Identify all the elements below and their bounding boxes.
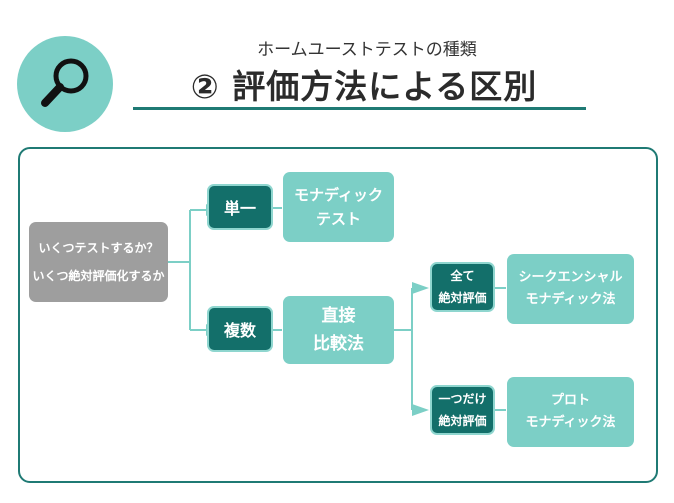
- page-title: ② 評価方法による区別: [190, 67, 538, 106]
- monadic-test-line-2: テスト: [315, 210, 361, 228]
- proto-monadic-box: プロト モナディック法: [507, 377, 634, 447]
- page-subtitle: ホームユーストテストの種類: [257, 40, 477, 60]
- direct-comparison-line-2: 比較法: [313, 334, 364, 354]
- question-line-1: いくつテストするか？: [38, 241, 159, 255]
- title-underline: [133, 107, 586, 110]
- single-label-box: 単一: [207, 184, 273, 230]
- one-absolute-label-box: 一つだけ 絶対評価: [430, 385, 495, 435]
- sequential-monadic-line-2: モナディック法: [525, 292, 616, 307]
- multiple-label-box: 複数: [207, 306, 273, 352]
- monadic-test-line-1: モナディック: [294, 186, 383, 204]
- all-absolute-label-box: 全て 絶対評価: [430, 262, 495, 312]
- all-absolute-line-1: 全て: [450, 269, 475, 283]
- question-box: いくつテストするか？ いくつ絶対評価化するか: [29, 222, 168, 302]
- one-absolute-line-1: 一つだけ: [438, 392, 487, 406]
- single-label: 単一: [223, 199, 256, 218]
- one-absolute-line-2: 絶対評価: [438, 414, 487, 428]
- direct-comparison-line-1: 直接: [321, 306, 356, 326]
- multiple-label: 複数: [223, 321, 256, 340]
- monadic-test-box: モナディック テスト: [283, 172, 394, 242]
- sequential-monadic-box: シークエンシャル モナディック法: [507, 254, 634, 324]
- direct-comparison-box: 直接 比較法: [283, 296, 394, 364]
- sequential-monadic-line-1: シークエンシャル: [518, 270, 623, 285]
- question-line-2: いくつ絶対評価化するか: [32, 269, 165, 283]
- magnifier-icon: [41, 58, 89, 107]
- proto-monadic-line-1: プロト: [550, 393, 590, 408]
- search-badge: [17, 36, 113, 132]
- proto-monadic-line-2: モナディック法: [525, 415, 616, 430]
- all-absolute-line-2: 絶対評価: [438, 291, 487, 305]
